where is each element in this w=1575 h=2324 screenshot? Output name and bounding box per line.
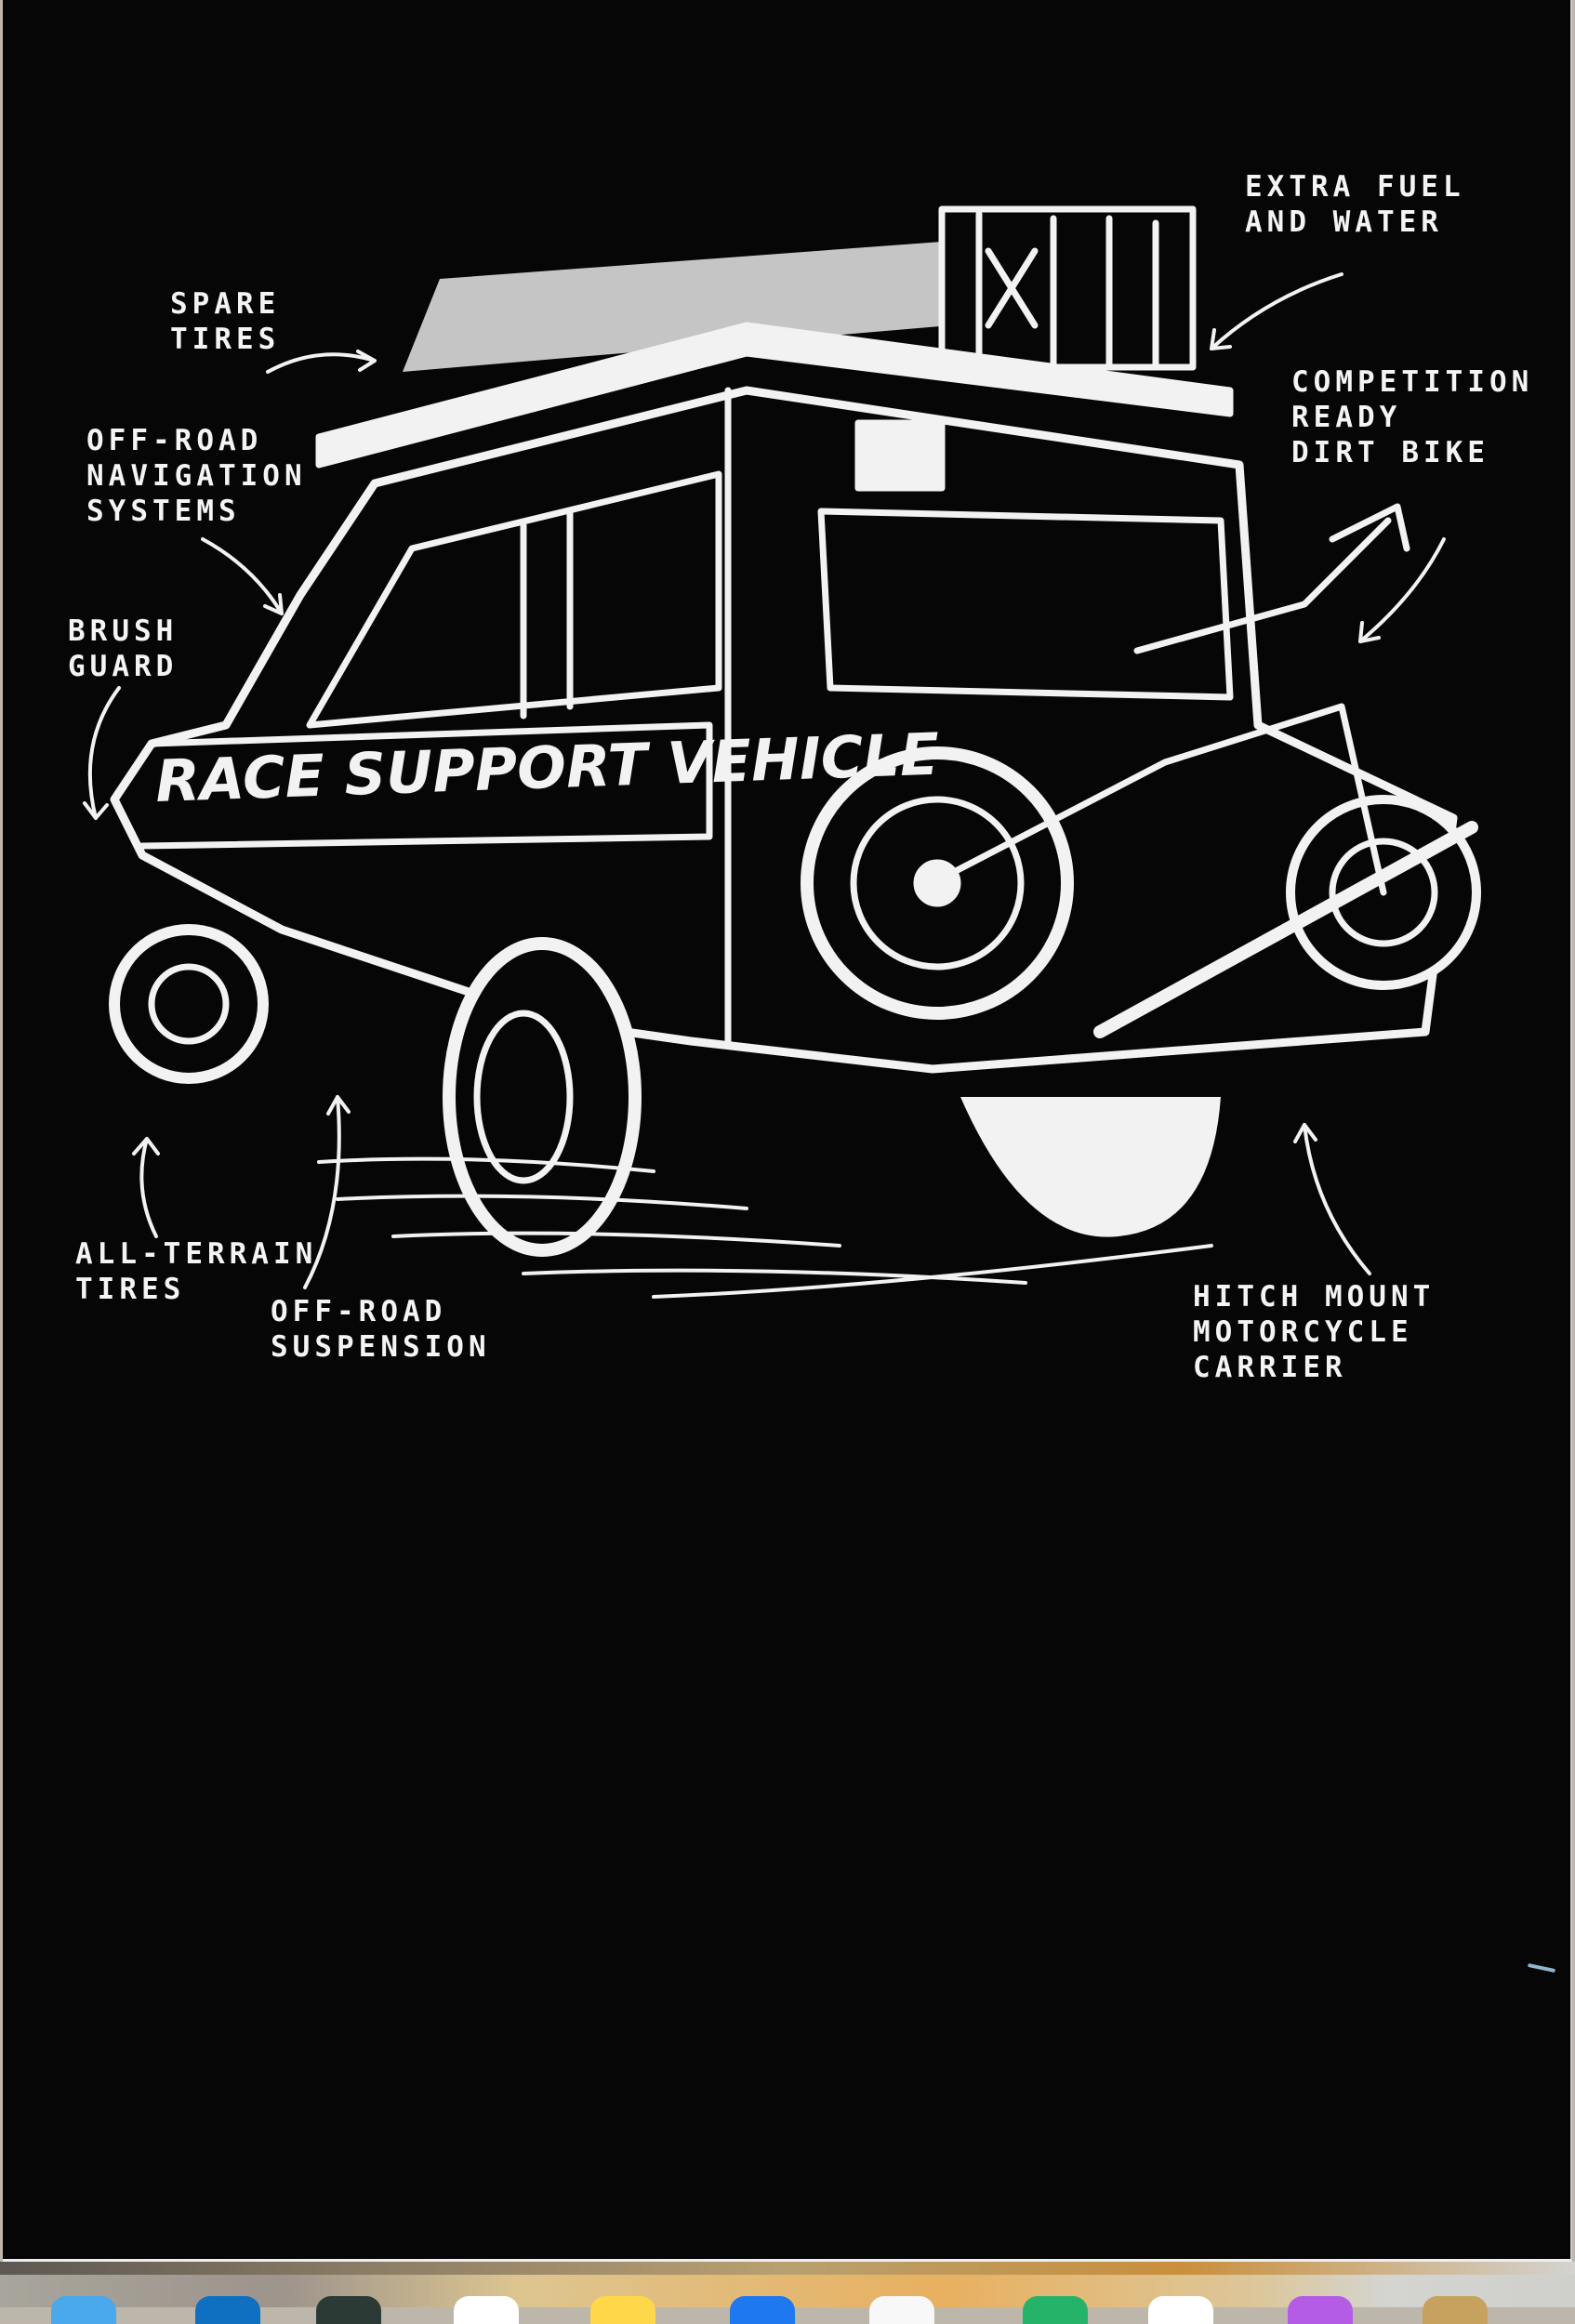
callout-brush-guard: BRUSH GUARD [68,614,179,683]
tshirt-print-photo: RACE SUPPORT VEHICLE EXTRA FUEL AND WATE… [3,0,1572,2262]
beacon-light [854,419,946,492]
rear-wheel [443,937,642,1257]
callout-dirt-bike: COMPETITION READY DIRT BIKE [1291,365,1534,469]
hitch-carrier [1093,821,1478,1038]
terminal-icon[interactable] [316,2296,381,2324]
windows [306,470,722,729]
roof-rack [315,322,1234,469]
race-support-vehicle-illustration: RACE SUPPORT VEHICLE [83,205,1481,1299]
callout-extra-fuel: EXTRA FUEL AND WATER [1245,170,1465,239]
hitch-shadow [960,1097,1221,1237]
ground-lines [317,1156,1213,1299]
callout-hitch-mount: HITCH MOUNT MOTORCYCLE CARRIER [1193,1280,1436,1384]
numbers-icon[interactable] [1023,2296,1088,2324]
callout-navigation: OFF-ROAD NAVIGATION SYSTEMS [86,424,307,528]
dirt-bike-frame [929,503,1410,896]
notes-icon[interactable] [590,2296,655,2324]
photos-icon[interactable] [869,2296,934,2324]
callout-arrows [83,272,1446,1289]
callout-all-terrain-tires: ALL-TERRAIN TIRES [75,1237,318,1306]
front-wheel [109,924,269,1084]
callout-spare-tires: SPARE TIRES [170,287,281,356]
app-store-icon[interactable] [195,2296,260,2324]
misc-app-icon[interactable] [1423,2296,1488,2324]
finder-icon[interactable] [51,2296,116,2324]
calendar-icon[interactable] [454,2296,519,2324]
reminders-icon[interactable] [1148,2296,1213,2324]
podcasts-icon[interactable] [1288,2296,1353,2324]
spare-tires-on-roof [403,242,951,372]
mail-icon[interactable] [730,2296,795,2324]
callout-suspension: OFF-ROAD SUSPENSION [271,1295,491,1364]
